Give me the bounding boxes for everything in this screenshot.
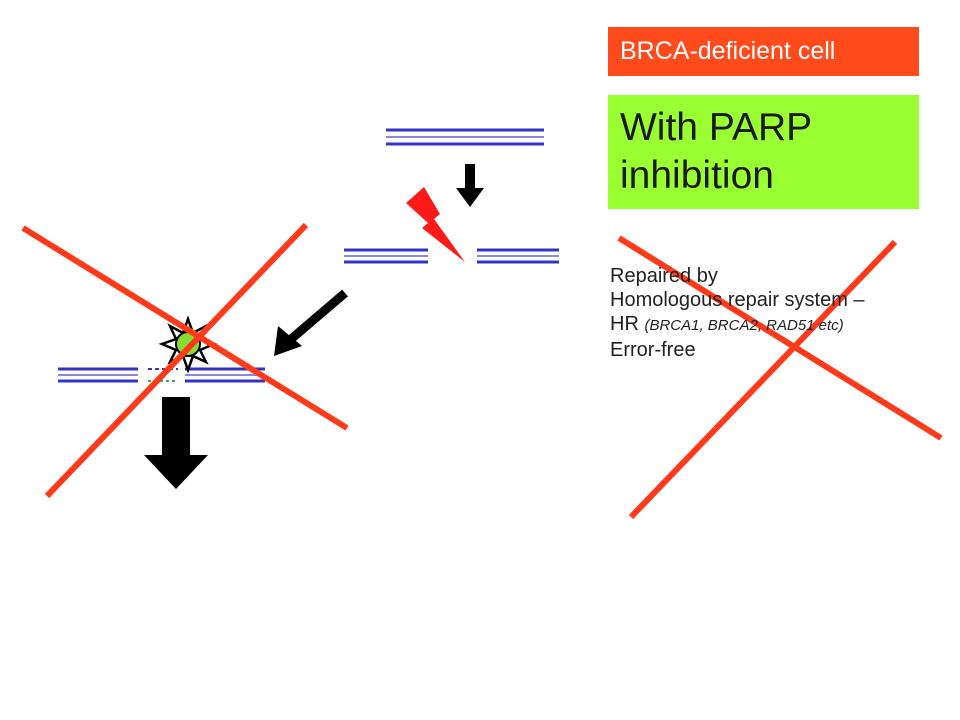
repair-hr: HR — [610, 313, 645, 335]
arrow-to-break — [456, 164, 484, 207]
repair-line-4: Error-free — [610, 339, 696, 361]
lightning-bolt-icon — [406, 187, 465, 262]
repair-line-3: HR (BRCA1, BRCA2, RAD51 etc) — [610, 312, 865, 338]
red-cross-icon — [21, 222, 349, 499]
repair-line-2: Homologous repair system – — [610, 289, 865, 311]
parp-inhibition-label: With PARP inhibition — [608, 95, 919, 209]
repair-line-1: Repaired by — [610, 265, 718, 287]
broken-dna-left — [344, 248, 428, 264]
outcome-arrow — [144, 397, 208, 489]
repair-description: Repaired by Homologous repair system – H… — [610, 264, 865, 362]
repair-genes-note: (BRCA1, BRCA2, RAD51 etc) — [644, 317, 844, 334]
intact-dna — [386, 128, 544, 146]
red-cross-icon — [617, 235, 943, 520]
parp-inhibition-text: With PARP inhibition — [620, 106, 812, 197]
arrow-to-parp — [274, 289, 348, 356]
brca-deficient-text: BRCA-deficient cell — [620, 37, 836, 65]
broken-dna-right — [477, 248, 559, 264]
brca-deficient-label: BRCA-deficient cell — [608, 27, 919, 76]
